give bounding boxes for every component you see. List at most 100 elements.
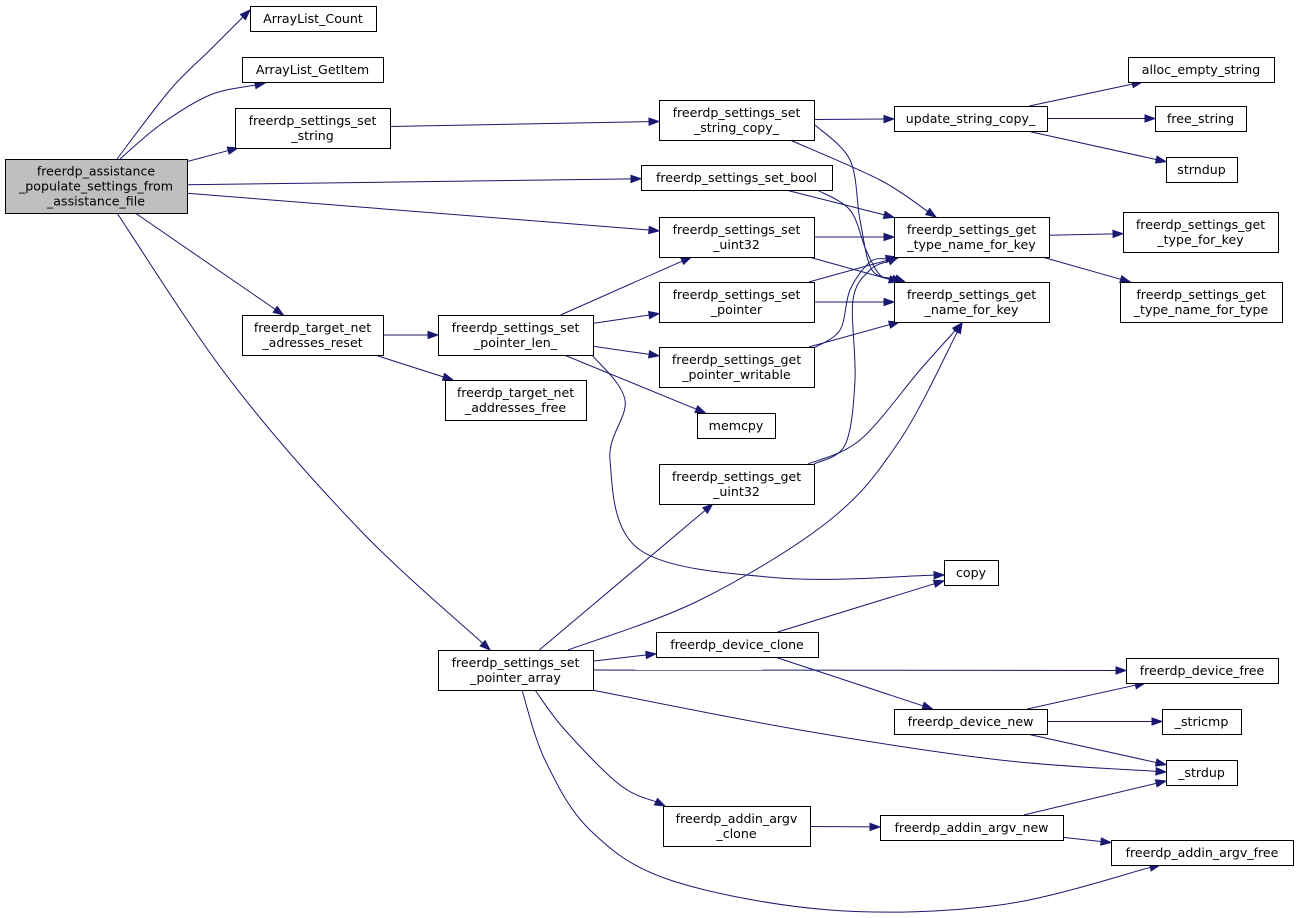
node-label-line: freerdp_settings_get bbox=[672, 352, 801, 367]
edge-set_uint32-to-get_name_for_key bbox=[808, 256, 901, 284]
arrow-head-icon bbox=[648, 350, 661, 359]
node-get-type-name-for-key[interactable]: freerdp_settings_get_type_name_for_key bbox=[894, 217, 1050, 258]
arrow-head-icon bbox=[869, 822, 882, 832]
arrow-head-icon bbox=[1154, 779, 1168, 788]
arrow-head-icon bbox=[239, 8, 252, 21]
node-label-line: freerdp_device_clone bbox=[670, 637, 804, 652]
node-device-new[interactable]: freerdp_device_new bbox=[894, 709, 1048, 735]
node-memcpy[interactable]: memcpy bbox=[697, 413, 776, 439]
node-get-pointer-writable[interactable]: freerdp_settings_get_pointer_writable bbox=[659, 347, 815, 388]
edge-device_clone-to-copy bbox=[777, 579, 946, 633]
node-label-line: freerdp_settings_get bbox=[672, 469, 801, 484]
node-set-uint32[interactable]: freerdp_settings_set_uint32 bbox=[659, 217, 815, 258]
edge-set_bool-to-get_type_name_for_key bbox=[785, 189, 896, 219]
edge-line bbox=[785, 189, 886, 216]
node-label-line: _addresses_free bbox=[464, 400, 566, 415]
node-label-line: alloc_empty_string bbox=[1142, 62, 1261, 77]
edge-line bbox=[591, 689, 1158, 772]
node-target-net-free[interactable]: freerdp_target_net_addresses_free bbox=[445, 380, 587, 421]
edge-set_pointer-to-get_name_for_key bbox=[814, 297, 896, 307]
node-label-line: _pointer_array bbox=[469, 670, 561, 685]
node-box bbox=[659, 464, 815, 505]
node-label-line: _name_for_key bbox=[924, 302, 1020, 317]
node-free-string[interactable]: free_string bbox=[1155, 106, 1247, 132]
node-label-line: _adresses_reset bbox=[261, 335, 362, 350]
arrow-head-icon bbox=[932, 579, 946, 589]
node-get-uint32[interactable]: freerdp_settings_get_uint32 bbox=[659, 464, 815, 505]
edge-root-to-set_string bbox=[186, 146, 240, 163]
node-device-clone[interactable]: freerdp_device_clone bbox=[656, 632, 819, 658]
edge-set_pointer_len-to-copy bbox=[591, 354, 946, 580]
node-target-net-reset[interactable]: freerdp_target_net_adresses_reset bbox=[242, 315, 384, 356]
arrow-head-icon bbox=[1144, 114, 1157, 123]
node-get-name-for-key[interactable]: freerdp_settings_get_name_for_key bbox=[894, 282, 1050, 323]
node-strdup[interactable]: _strdup bbox=[1166, 760, 1238, 786]
node-device-free[interactable]: freerdp_device_free bbox=[1126, 658, 1279, 684]
edge-set_string_copy-to-get_type_name_for_key bbox=[789, 139, 938, 218]
node-strndup[interactable]: strndup bbox=[1166, 157, 1238, 183]
node-label-line: _type_name_for_type bbox=[1133, 302, 1269, 317]
node-arraylist-getitem[interactable]: ArrayList_GetItem bbox=[242, 57, 384, 83]
node-set-pointer[interactable]: freerdp_settings_set_pointer bbox=[659, 282, 815, 323]
edge-update_string_copy-to-strndup bbox=[1027, 130, 1168, 164]
edge-line bbox=[774, 656, 925, 707]
edge-line bbox=[538, 509, 707, 651]
arrow-head-icon bbox=[883, 114, 896, 124]
arrow-head-icon bbox=[648, 117, 661, 127]
edge-update_string_copy-to-alloc_empty_string bbox=[1029, 80, 1144, 107]
edge-line bbox=[389, 121, 651, 128]
node-set-pointer-len[interactable]: freerdp_settings_set_pointer_len_ bbox=[438, 315, 594, 356]
node-box bbox=[1166, 157, 1238, 183]
node-addin-argv-free[interactable]: freerdp_addin_argv_free bbox=[1111, 840, 1294, 866]
arrow-head-icon bbox=[272, 305, 285, 316]
arrow-head-icon bbox=[441, 372, 455, 381]
edge-target_net_reset-to-target_net_free bbox=[374, 354, 455, 381]
node-box bbox=[1126, 658, 1279, 684]
node-update-string-copy[interactable]: update_string_copy_ bbox=[894, 106, 1048, 132]
node-set-pointer-array[interactable]: freerdp_settings_set_pointer_array bbox=[438, 650, 594, 691]
node-box bbox=[445, 380, 587, 421]
node-set-bool[interactable]: freerdp_settings_set_bool bbox=[641, 165, 833, 191]
node-copy[interactable]: copy bbox=[944, 560, 999, 586]
node-set-string-copy[interactable]: freerdp_settings_set_string_copy_ bbox=[659, 100, 815, 141]
arrow-head-icon bbox=[1154, 155, 1168, 164]
node-label-line: freerdp_settings_set bbox=[452, 320, 580, 335]
edge-line bbox=[534, 689, 658, 803]
node-label-line: _uint32 bbox=[712, 237, 760, 252]
node-label-line: _type_for_key bbox=[1156, 232, 1244, 247]
edge-get_type_name_for_key-to-get_type_for_key bbox=[1048, 229, 1125, 239]
edge-get_pointer_writable-to-get_name_for_key bbox=[808, 320, 901, 348]
node-label-line: update_string_copy_ bbox=[906, 111, 1036, 126]
node-label-line: freerdp_settings_set bbox=[452, 655, 580, 670]
edge-set_pointer_len-to-memcpy bbox=[564, 354, 707, 414]
node-addin-argv-new[interactable]: freerdp_addin_argv_new bbox=[880, 815, 1064, 841]
node-arraylist-count[interactable]: ArrayList_Count bbox=[250, 6, 377, 32]
node-box bbox=[1162, 709, 1242, 735]
node-box bbox=[894, 217, 1050, 258]
edge-get_type_name_for_key-to-get_type_name_for_type bbox=[1041, 256, 1132, 284]
edge-set_string-to-set_string_copy bbox=[389, 117, 661, 128]
node-addin-argv-clone[interactable]: freerdp_addin_argv_clone bbox=[663, 806, 811, 847]
edge-line bbox=[592, 314, 651, 324]
node-label-line: freerdp_addin_argv_free bbox=[1126, 845, 1279, 860]
node-root[interactable]: freerdp_assistance_populate_settings_fro… bbox=[5, 159, 188, 214]
node-label-line: memcpy bbox=[709, 418, 764, 433]
node-stricmp[interactable]: _stricmp bbox=[1162, 709, 1242, 735]
node-get-type-name-for-type[interactable]: freerdp_settings_get_type_name_for_type bbox=[1120, 282, 1283, 323]
node-get-type-for-key[interactable]: freerdp_settings_get_type_for_key bbox=[1123, 212, 1279, 253]
node-alloc-empty-string[interactable]: alloc_empty_string bbox=[1128, 57, 1275, 83]
arrow-head-icon bbox=[882, 210, 896, 219]
node-box bbox=[659, 347, 815, 388]
arrow-head-icon bbox=[1155, 766, 1168, 776]
node-box bbox=[944, 560, 999, 586]
arrow-head-icon bbox=[1115, 666, 1128, 675]
edge-root-to-set_uint32 bbox=[186, 192, 661, 235]
edge-line bbox=[116, 212, 484, 645]
node-set-string[interactable]: freerdp_settings_set_string bbox=[235, 108, 391, 149]
edge-addin_argv_new-to-strdup bbox=[1023, 779, 1168, 816]
node-label-line: _stricmp bbox=[1174, 714, 1229, 729]
node-box bbox=[697, 413, 776, 439]
node-label-line: ArrayList_Count bbox=[263, 11, 363, 26]
edge-root-to-target_net_reset bbox=[134, 212, 285, 316]
